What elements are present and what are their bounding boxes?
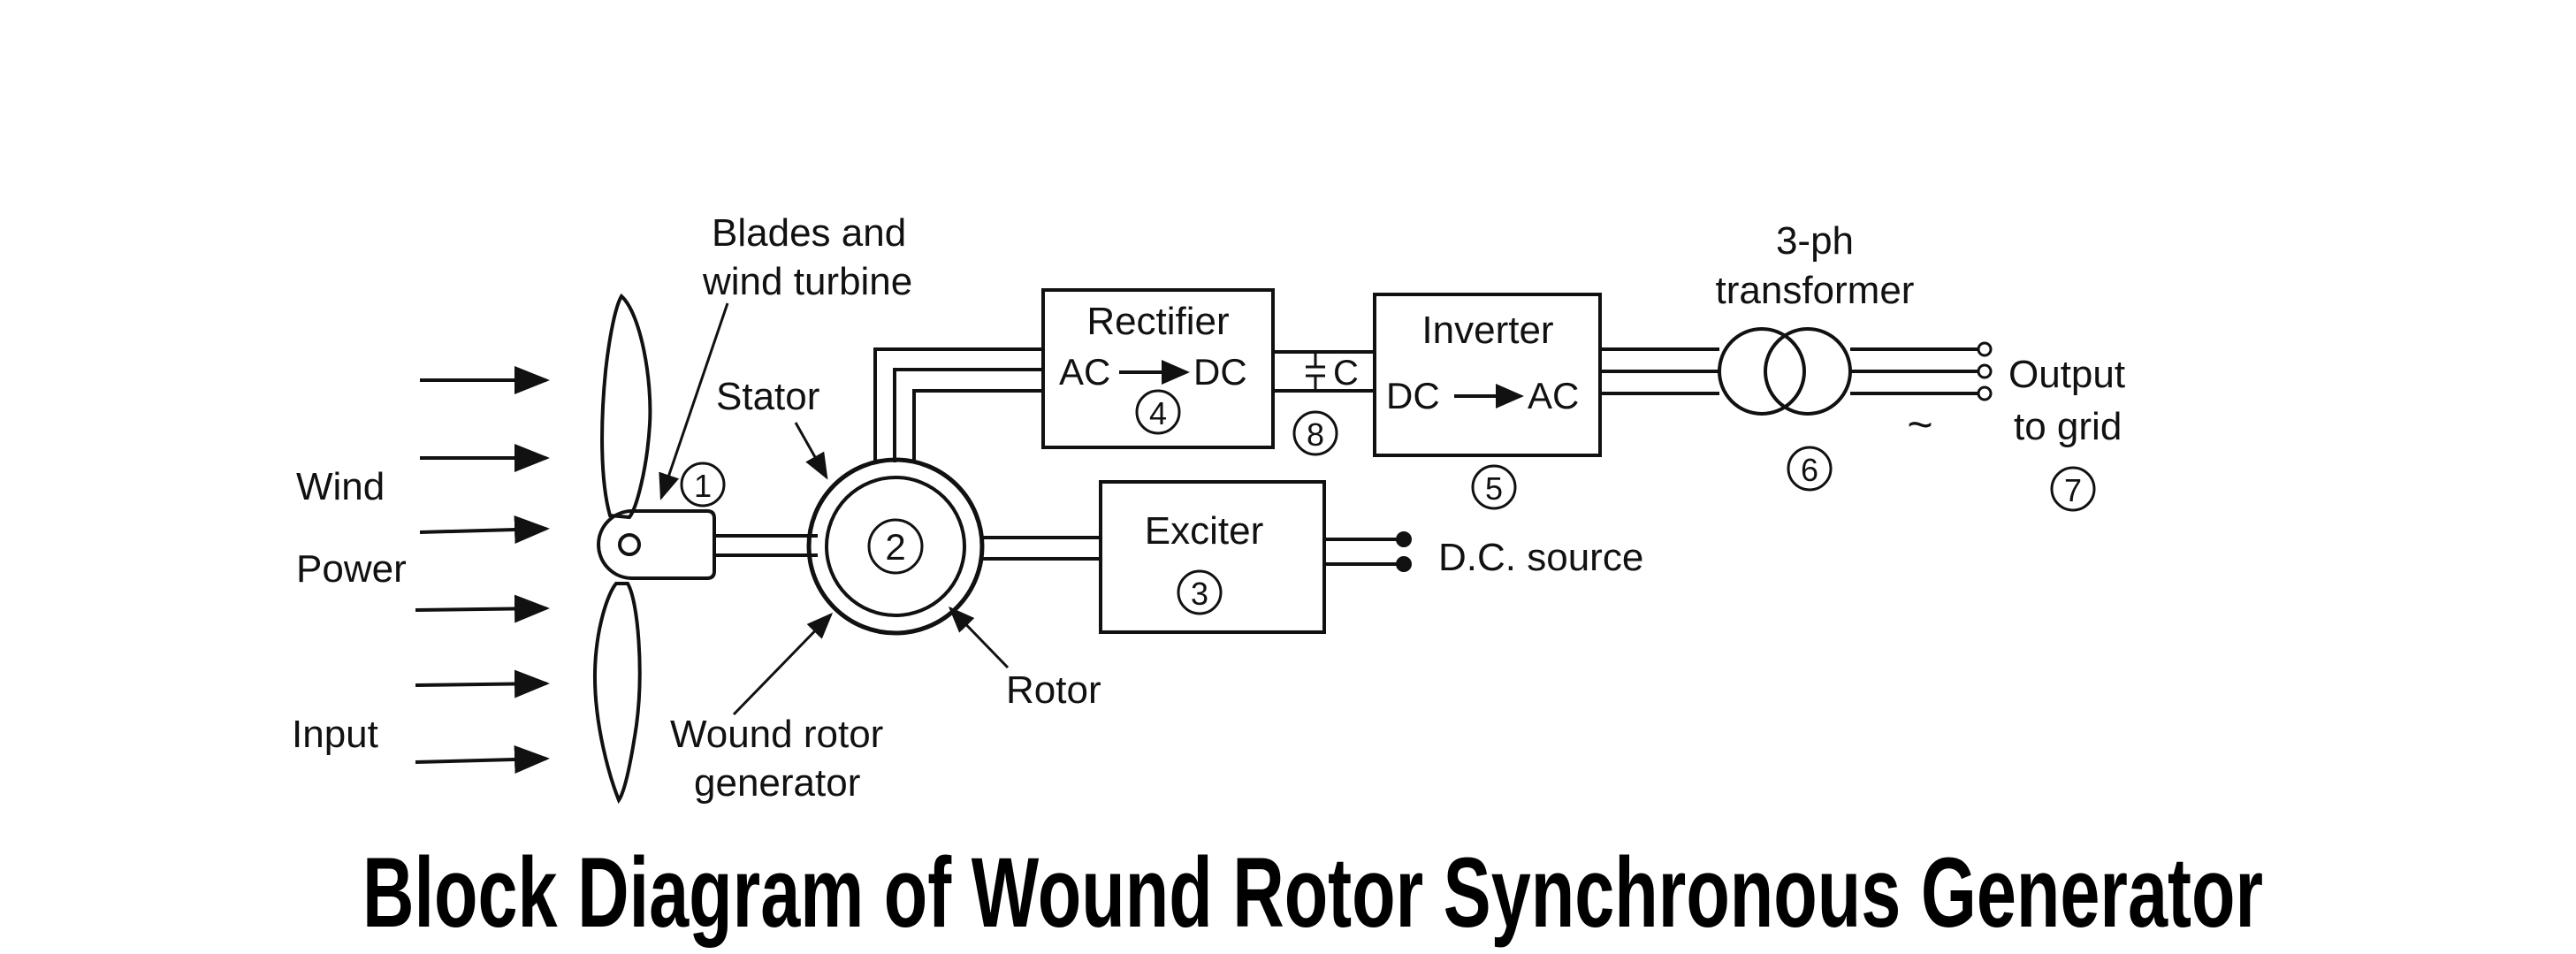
marker-3: 3 (1191, 576, 1208, 612)
transformer-label-line1: 3-ph (1776, 219, 1854, 263)
marker-4-circle (1135, 389, 1181, 435)
marker-1-circle (680, 462, 726, 508)
dc-source-terminal-1 (1396, 531, 1412, 547)
inverter-ac-label: AC (1528, 375, 1579, 416)
blades-label-line2: wind turbine (702, 260, 912, 303)
ac-symbol: ~ (1907, 400, 1932, 449)
turbine-blades-icon (592, 293, 716, 805)
generator-label-line1: Wound rotor (670, 713, 883, 756)
output-label-line1: Output (2008, 353, 2125, 396)
generator-pointer (732, 612, 834, 716)
rotor-circle (825, 476, 966, 617)
blades-label-line1: Blades and (712, 211, 906, 255)
marker-6-circle (1787, 446, 1833, 492)
inverter-label: Inverter (1421, 309, 1553, 352)
inverter-dc-label: DC (1386, 375, 1440, 416)
capacitor-label: C (1333, 354, 1359, 393)
grid-terminal-1 (1977, 341, 1993, 357)
marker-8-circle (1292, 410, 1338, 456)
blades-pointer (659, 302, 729, 500)
wind-arrow-4 (415, 594, 550, 623)
bus-gen-rect-inner (912, 389, 1043, 462)
marker-2-circle (867, 518, 924, 575)
diagram-title: Block Diagram of Wound Rotor Synchronous… (362, 837, 2263, 948)
wind-label: Wind (296, 465, 385, 508)
marker-3-circle (1177, 569, 1223, 615)
wind-arrow-3 (419, 515, 550, 545)
hub-center-icon (618, 533, 641, 556)
wind-arrow-5 (415, 669, 550, 698)
grid-terminal-3 (1977, 385, 1993, 401)
marker-5-circle (1471, 464, 1517, 510)
rectifier-block (1041, 288, 1275, 449)
marker-5: 5 (1485, 470, 1503, 507)
generator: 2 (806, 457, 985, 636)
exciter-label: Exciter (1145, 509, 1263, 553)
marker-1: 1 (694, 468, 712, 504)
power-label: Power (296, 547, 407, 591)
marker-7: 7 (2064, 472, 2082, 508)
bus-gen-rect-mid (893, 368, 1043, 462)
transformer-primary-coil (1718, 327, 1806, 416)
rectifier-dc-label: DC (1193, 351, 1247, 393)
stator-pointer (794, 422, 828, 480)
rotor-label: Rotor (1006, 668, 1101, 712)
dc-source-terminal-2 (1396, 556, 1412, 572)
marker-8: 8 (1307, 416, 1324, 453)
wind-arrow-6 (415, 744, 550, 774)
bus-gen-rect-outer (873, 347, 1043, 462)
rotor-pointer (948, 606, 1010, 669)
inverter-block (1373, 293, 1602, 457)
marker-4: 4 (1149, 395, 1167, 431)
rectifier-ac-label: AC (1059, 351, 1110, 393)
output-label-line2: to grid (2014, 405, 2122, 448)
wind-arrows (415, 366, 550, 774)
rectifier-label: Rectifier (1086, 300, 1229, 343)
generator-label-line2: generator (694, 761, 860, 805)
marker-2: 2 (885, 526, 905, 568)
input-label: Input (292, 713, 378, 756)
transformer-secondary-coil (1764, 327, 1852, 416)
grid-terminal-2 (1977, 363, 1993, 379)
transformer-label-line2: transformer (1716, 269, 1915, 312)
dc-source-label: D.C. source (1438, 536, 1643, 579)
stator-label: Stator (716, 375, 819, 418)
marker-7-circle (2050, 466, 2096, 512)
marker-6: 6 (1801, 452, 1818, 488)
turbine-hub (597, 509, 716, 580)
exciter-block (1099, 480, 1326, 634)
